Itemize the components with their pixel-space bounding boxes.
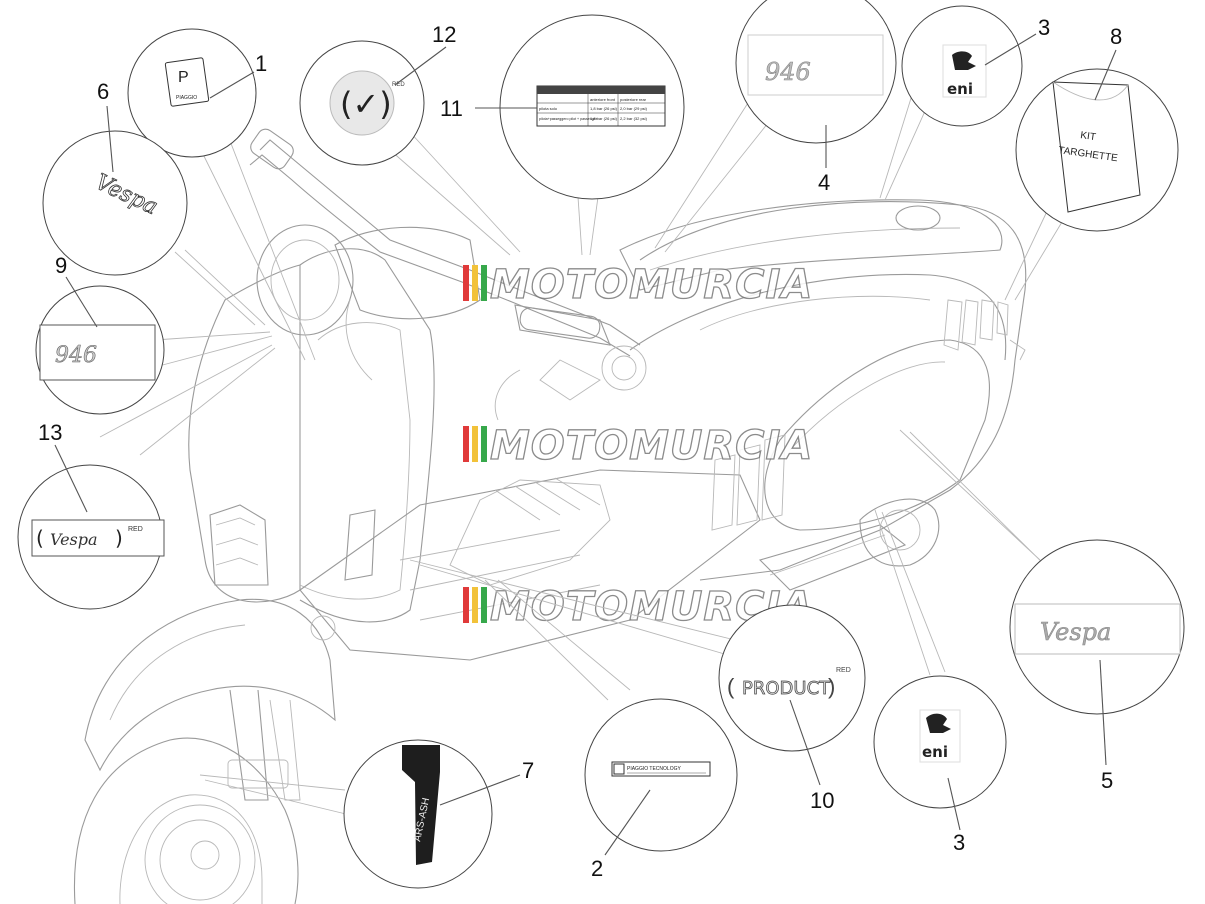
red-small-text: RED [128, 526, 143, 533]
callout-1: 1 [255, 51, 267, 76]
badge-946-text: 946 [55, 343, 97, 368]
tyre-cell: anteriore front [590, 97, 616, 102]
badge-946-text: 946 [765, 58, 811, 86]
watermark-text: MOTOMURCIA [490, 423, 813, 469]
detail-circle-8: KIT TARGHETTE [1015, 68, 1179, 232]
callout-3-top: 3 [1038, 15, 1050, 40]
callout-11: 11 [440, 96, 463, 121]
piaggio-small-text: PIAGGIO [176, 95, 197, 101]
watermark-stripe-green [481, 426, 487, 462]
detail-circle-11: anteriore front posteriore rear pilota s… [499, 14, 685, 200]
callout-leaders [54, 33, 1117, 856]
detail-circle-7: ARS-ASH [343, 739, 493, 889]
watermark-middle: MOTOMURCIA [463, 422, 813, 470]
callout-4: 4 [818, 170, 830, 195]
tyre-cell: pilota+passeggero pilot + passenger [539, 117, 598, 121]
watermark-stripe-green [481, 265, 487, 301]
callout-8: 8 [1110, 24, 1122, 49]
detail-circle-3-top: eni [901, 5, 1023, 127]
watermark-top: MOTOMURCIA [463, 261, 813, 309]
tyre-cell: 2,2 bar (32 psi) [620, 116, 648, 121]
callout-9: 9 [55, 253, 67, 278]
callout-7: 7 [522, 758, 534, 783]
eni-text: eni [922, 743, 948, 761]
detail-circle-6: Vespa [42, 130, 188, 276]
red-small-text: RED [392, 82, 405, 88]
detail-circle-3-bottom: eni [873, 675, 1007, 809]
callout-3-bottom: 3 [953, 830, 965, 855]
watermark-stripe-red [463, 265, 469, 301]
callout-2: 2 [591, 856, 603, 881]
watermark-stripe-yellow [472, 265, 478, 301]
callout-12: 12 [432, 22, 456, 47]
watermark-stripe-red [463, 426, 469, 462]
red-small-text: RED [836, 667, 851, 674]
detail-circle-12: (✓) RED [299, 40, 425, 166]
tyre-cell: posteriore rear [620, 97, 647, 102]
detail-circle-5: Vespa [1009, 539, 1185, 715]
callout-13: 13 [38, 420, 62, 445]
bracket-open: ( [36, 526, 44, 550]
watermark-stripe-yellow [472, 587, 478, 623]
scooter-drawing [73, 128, 1027, 904]
product-red-symbol-icon: (✓) [340, 85, 392, 123]
watermark-text: MOTOMURCIA [490, 262, 813, 308]
callout-6: 6 [97, 79, 109, 104]
detail-circle-4: 946 [735, 0, 897, 144]
six-legged-dog-icon [926, 713, 951, 733]
product-red-logo: PRODUCT [742, 678, 831, 699]
watermark-stripe-red [463, 587, 469, 623]
detail-circle-1: P PIAGGIO [127, 28, 257, 158]
kit-text: KIT [1080, 130, 1097, 143]
tyre-cell: 1,8 bar (26 psi) [590, 116, 618, 121]
tyre-cell: pilota solo [539, 106, 558, 111]
piaggio-logo-icon: P [178, 69, 189, 86]
callout-5: 5 [1101, 768, 1113, 793]
piaggio-tech-text: PIAGGIO TECNOLOGY [627, 766, 681, 772]
bracket-close: ) [828, 674, 835, 699]
callout-10: 10 [810, 788, 834, 813]
detail-circle-13: ( Vespa ) RED [17, 464, 165, 610]
six-legged-dog-icon [952, 51, 976, 70]
vespa-script-logo: Vespa [1040, 618, 1111, 646]
detail-circle-9: 946 [35, 285, 165, 415]
detail-circle-10: PRODUCT ( ) RED [718, 604, 866, 752]
leader-lines [99, 91, 1069, 816]
tyre-cell: 2,0 bar (29 psi) [620, 106, 648, 111]
tyre-cell: 1,8 bar (26 psi) [590, 106, 618, 111]
tyre-pressure-label: anteriore front posteriore rear pilota s… [536, 85, 666, 127]
vespa-script-logo: Vespa [50, 530, 98, 549]
eni-text: eni [947, 80, 973, 98]
bracket-open: ( [727, 674, 735, 699]
watermark-stripe-yellow [472, 426, 478, 462]
bracket-close: ) [115, 526, 123, 550]
callout-numbers: 1 12 11 4 3 8 6 9 13 5 10 3 7 2 [38, 15, 1122, 881]
detail-circle-2: PIAGGIO TECNOLOGY [584, 698, 738, 852]
watermark-stripe-green [481, 587, 487, 623]
